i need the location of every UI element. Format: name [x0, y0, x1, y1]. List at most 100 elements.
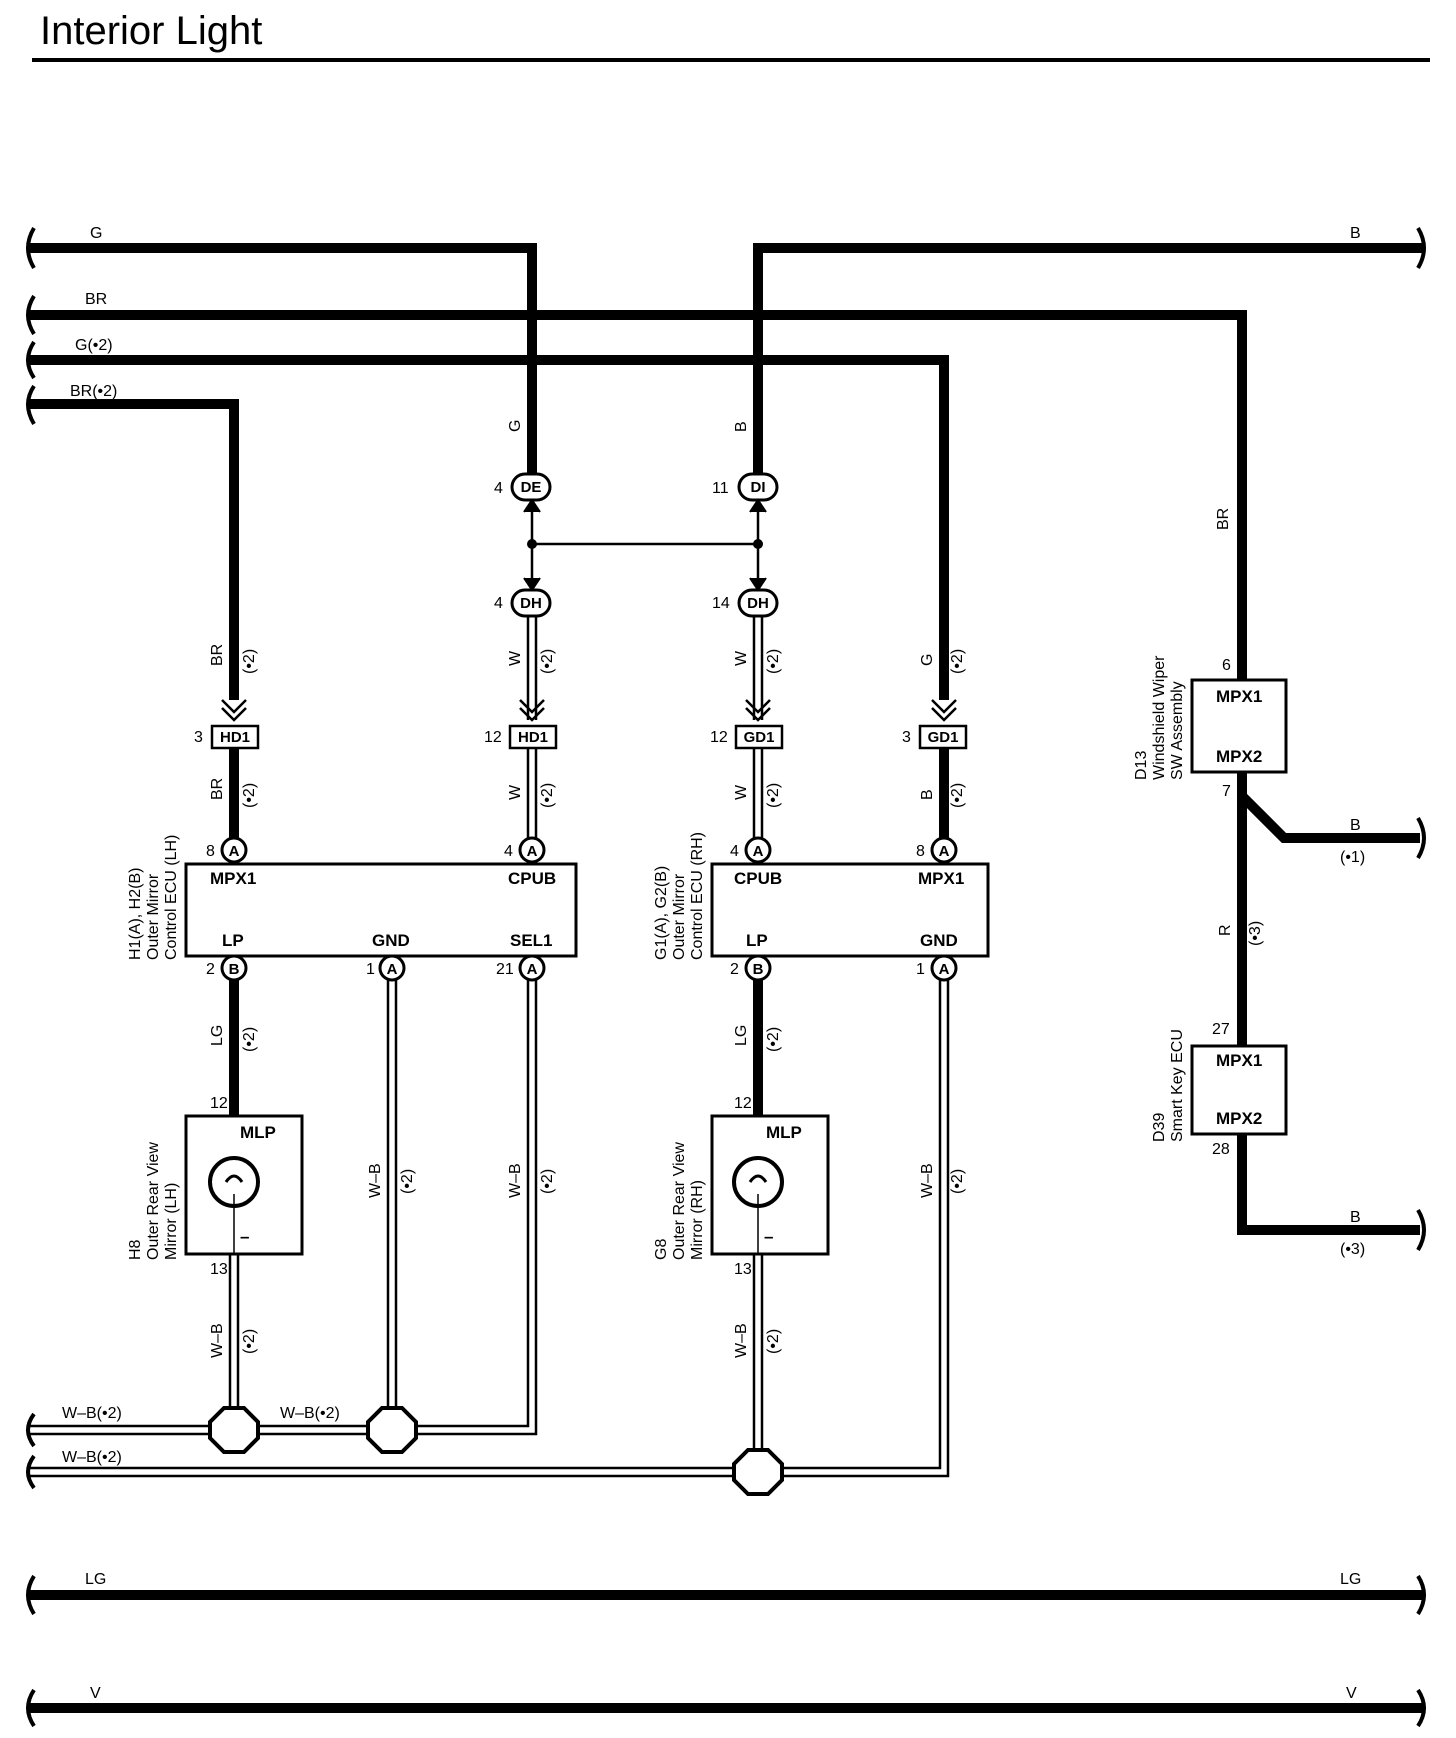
wire-wb-bus-2: W–B(•2)	[30, 1449, 734, 1478]
svg-text:3: 3	[902, 729, 911, 746]
svg-text:B: B	[919, 789, 936, 800]
svg-text:21: 21	[496, 961, 514, 978]
svg-text:GD1: GD1	[744, 729, 775, 746]
svg-text:MPX2: MPX2	[1216, 747, 1262, 766]
svg-text:BR: BR	[209, 778, 226, 800]
svg-text:12: 12	[210, 1095, 228, 1112]
svg-text:W–B: W–B	[507, 1163, 524, 1198]
bus-end-caps-left	[26, 226, 36, 1728]
wire-wb-gnd-lh: W–B (•2)	[367, 980, 416, 1410]
svg-text:GND: GND	[920, 931, 958, 950]
wire-br-top: BR BR	[28, 291, 1247, 680]
ecu-lh-name2: Control ECU (LH)	[163, 835, 180, 960]
svg-text:7: 7	[1222, 783, 1231, 800]
svg-text:W–B(•2): W–B(•2)	[62, 1449, 122, 1466]
mirror-lh: MLP – H8 Outer Rear View Mirror (LH)	[127, 1114, 304, 1260]
ecu-lh-bottom-pins: B 2 A 1 A 21	[206, 954, 546, 982]
svg-text:2: 2	[730, 961, 739, 978]
connector-arrows	[221, 699, 957, 722]
svg-text:W–B: W–B	[209, 1323, 226, 1358]
svg-text:MLP: MLP	[766, 1123, 802, 1142]
svg-text:(•2): (•2)	[949, 783, 966, 808]
pin-dh-14: 14	[712, 595, 730, 612]
svg-text:GD1: GD1	[928, 729, 959, 746]
svg-text:12: 12	[734, 1095, 752, 1112]
connector-gd1-3: GD1 3	[902, 724, 968, 750]
smart-key-ecu: MPX1 MPX2 D39 Smart Key ECU	[1151, 1029, 1288, 1142]
svg-text:(•2): (•2)	[241, 1329, 258, 1354]
svg-text:W–B(•2): W–B(•2)	[280, 1405, 340, 1422]
svg-text:Outer Rear View: Outer Rear View	[145, 1142, 162, 1260]
wire-label-b-drop: B	[733, 421, 750, 432]
svg-text:Windshield Wiper: Windshield Wiper	[1151, 655, 1168, 780]
mirror-rh: MLP – G8 Outer Rear View Mirror (RH)	[653, 1114, 830, 1260]
ecu-rh-name2: Control ECU (RH)	[689, 832, 706, 960]
pin-di-11: 11	[712, 480, 729, 497]
wiper-switch: MPX1 MPX2 D13 Windshield Wiper SW Assemb…	[1133, 655, 1288, 780]
wire-label-br-lh: BR	[209, 644, 226, 666]
svg-text:CPUB: CPUB	[508, 869, 556, 888]
svg-text:H8: H8	[127, 1239, 144, 1260]
wire-w-rh-lower: W (•2)	[733, 748, 782, 838]
wire-label-g2: G(•2)	[75, 337, 113, 354]
svg-text:A: A	[387, 961, 398, 978]
ecu-rh-top-pins: A 4 A 8	[730, 836, 958, 864]
svg-text:V: V	[90, 1685, 101, 1702]
svg-text:8: 8	[206, 843, 215, 860]
wire-r-n3: R (•3)	[1217, 796, 1264, 1046]
svg-text:LG: LG	[85, 1571, 106, 1588]
ecu-rh: CPUB MPX1 LP GND G1(A), G2(B) Outer Mirr…	[653, 832, 990, 960]
svg-text:LG: LG	[209, 1025, 226, 1046]
svg-text:A: A	[939, 843, 950, 860]
svg-text:(•1): (•1)	[1340, 849, 1365, 866]
svg-text:12: 12	[710, 729, 728, 746]
ecu-lh-top-pins: A 8 A 4	[206, 836, 546, 864]
splice-de-di	[523, 498, 767, 592]
svg-text:1: 1	[366, 961, 375, 978]
svg-text:(•3): (•3)	[1247, 921, 1264, 946]
wire-label-g-drop: G	[507, 420, 524, 432]
svg-text:W–B: W–B	[919, 1163, 936, 1198]
svg-text:A: A	[229, 843, 240, 860]
svg-text:13: 13	[734, 1261, 752, 1278]
svg-text:B: B	[229, 961, 240, 978]
page-title: Interior Light	[40, 9, 262, 53]
svg-text:(•3): (•3)	[1340, 1241, 1365, 1258]
wire-label-br: BR	[85, 291, 107, 308]
wire-g-top: G	[28, 225, 537, 488]
svg-text:4: 4	[730, 843, 739, 860]
wire-b-n1: B (•1)	[1237, 772, 1420, 866]
ecu-lh: MPX1 CPUB LP GND SEL1 H1(A), H2(B) Outer…	[127, 835, 578, 960]
svg-text:W: W	[733, 784, 750, 800]
svg-text:8: 8	[916, 843, 925, 860]
svg-text:(•2): (•2)	[765, 649, 782, 674]
wire-lg-bus: LG LG	[28, 1571, 1422, 1600]
svg-text:DI: DI	[751, 479, 766, 496]
svg-text:2: 2	[206, 961, 215, 978]
svg-text:LG: LG	[1340, 1571, 1361, 1588]
connector-gd1-12: GD1 12	[710, 724, 784, 750]
connector-de: DE 4	[494, 472, 552, 502]
svg-text:–: –	[240, 1227, 249, 1246]
svg-text:W: W	[507, 650, 524, 666]
wire-label-br2: BR(•2)	[70, 383, 117, 400]
svg-text:A: A	[527, 843, 538, 860]
pin-dh-4: 4	[494, 595, 503, 612]
svg-text:(•2): (•2)	[765, 1027, 782, 1052]
svg-text:Outer Rear View: Outer Rear View	[671, 1142, 688, 1260]
wire-g2-top: G (•2)	[28, 337, 949, 700]
svg-text:LG: LG	[733, 1025, 750, 1046]
svg-text:(•2): (•2)	[765, 1329, 782, 1354]
svg-text:W–B: W–B	[367, 1163, 384, 1198]
splice-point	[732, 1448, 784, 1496]
svg-text:(•2): (•2)	[241, 1027, 258, 1052]
connector-hd1-3: HD1 3	[194, 724, 260, 750]
svg-text:HD1: HD1	[518, 729, 548, 746]
svg-text:LP: LP	[746, 931, 768, 950]
svg-text:SW Assembly: SW Assembly	[1169, 681, 1186, 780]
svg-text:DH: DH	[520, 595, 542, 612]
svg-text:A: A	[527, 961, 538, 978]
wire-wb-bus-1: W–B(•2) W–B(•2)	[30, 1405, 370, 1436]
splice-point	[208, 1406, 260, 1454]
wire-b-n3: B (•3)	[1237, 1134, 1420, 1258]
